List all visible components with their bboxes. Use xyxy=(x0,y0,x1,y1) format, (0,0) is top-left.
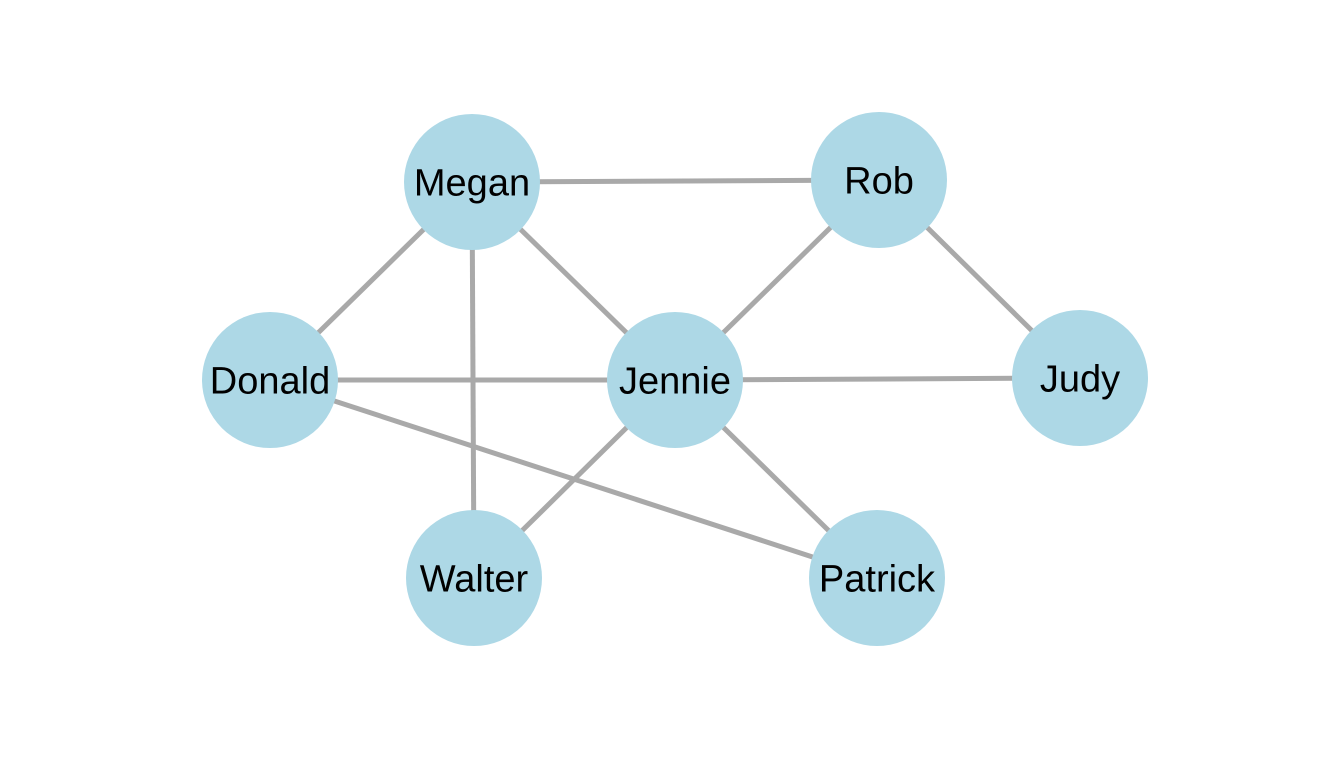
node-jennie: Jennie xyxy=(607,312,743,448)
node-donald: Donald xyxy=(202,312,338,448)
node-circle-judy xyxy=(1012,310,1148,446)
node-circle-megan xyxy=(404,114,540,250)
node-circle-patrick xyxy=(809,510,945,646)
node-megan: Megan xyxy=(404,114,540,250)
node-circle-jennie xyxy=(607,312,743,448)
node-circle-donald xyxy=(202,312,338,448)
node-circle-rob xyxy=(811,112,947,248)
node-patrick: Patrick xyxy=(809,510,945,646)
node-walter: Walter xyxy=(406,510,542,646)
node-judy: Judy xyxy=(1012,310,1148,446)
node-circle-walter xyxy=(406,510,542,646)
node-rob: Rob xyxy=(811,112,947,248)
